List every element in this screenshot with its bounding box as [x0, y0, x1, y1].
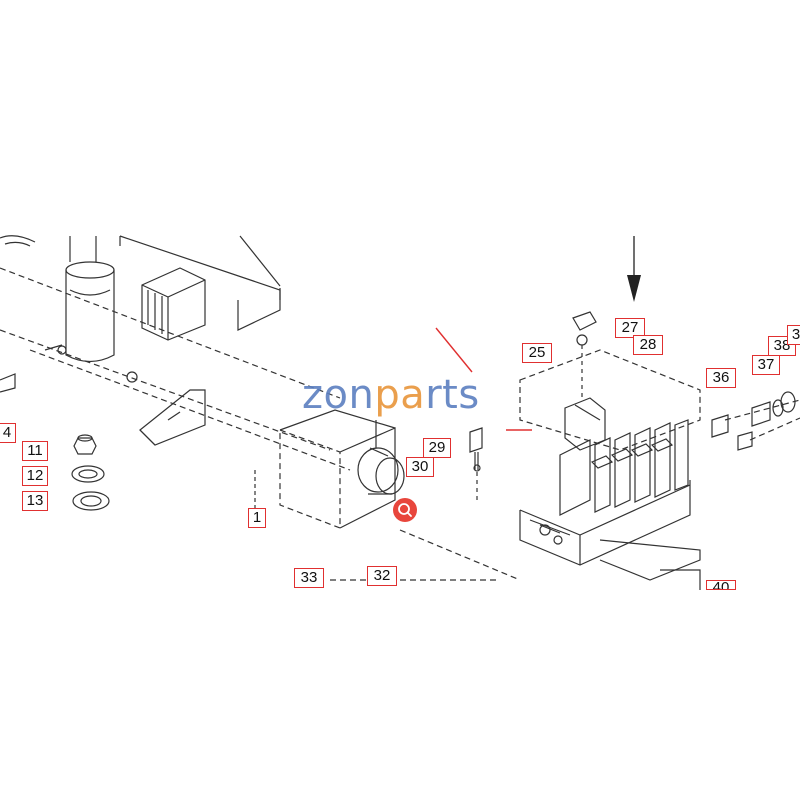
direction-arrow [627, 236, 641, 302]
callout-27: 27 [615, 318, 645, 338]
callout-36: 36 [706, 368, 736, 388]
callout-1: 1 [248, 508, 266, 528]
callout-13: 13 [22, 491, 48, 511]
callout-33: 33 [294, 568, 324, 588]
watermark-suffix: rts [425, 372, 480, 418]
watermark-accent: pa [374, 372, 426, 418]
callout-32: 32 [367, 566, 397, 586]
callout-25: 25 [522, 343, 552, 363]
callout-29: 29 [423, 438, 451, 458]
red-pointer-line [435, 327, 473, 373]
callout-28: 28 [633, 335, 663, 355]
callout-4: 4 [0, 423, 16, 443]
callout-39: 3 [787, 325, 800, 345]
watermark-prefix: zon [302, 372, 375, 418]
magnifier-icon [398, 503, 412, 517]
zoom-button[interactable] [393, 498, 417, 522]
callout-37: 37 [752, 355, 780, 375]
callout-11: 11 [22, 441, 48, 461]
brand-watermark: zonparts [302, 372, 480, 418]
callout-12: 12 [22, 466, 48, 486]
callout-40: 40 [706, 580, 736, 590]
callout-30: 30 [406, 457, 434, 477]
